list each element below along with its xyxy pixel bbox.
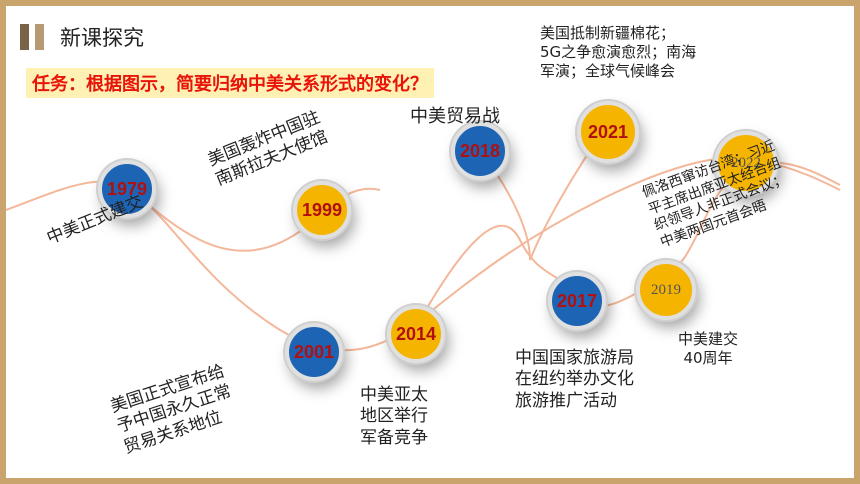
title-bar-light bbox=[35, 24, 44, 50]
year-label: 2001 bbox=[293, 341, 335, 362]
year-circle-2022: 2022 bbox=[714, 131, 778, 195]
year-label: 2014 bbox=[395, 323, 437, 344]
year-label: 1979 bbox=[106, 178, 148, 199]
event-label-2019: 中美建交 40周年 bbox=[678, 330, 739, 367]
event-label-2014: 中美亚太 地区举行 军备竞争 bbox=[360, 385, 428, 448]
event-label-2021: 美国抵制新疆棉花； 5G之争愈演愈烈；南海 军演；全球气候峰会 bbox=[540, 24, 697, 80]
year-circle-2019: 2019 bbox=[636, 260, 696, 320]
task-prompt: 任务：根据图示，简要归纳中美关系形式的变化？ bbox=[26, 68, 434, 98]
year-circle-2001: 2001 bbox=[285, 323, 343, 381]
year-label: 2021 bbox=[587, 121, 629, 142]
year-label: 2022 bbox=[731, 154, 761, 171]
timeline-curve-upper bbox=[129, 187, 381, 252]
timeline-curve-branch bbox=[419, 224, 661, 321]
year-label: 1999 bbox=[301, 199, 343, 220]
year-label: 2019 bbox=[651, 281, 681, 298]
year-circle-1979: 1979 bbox=[98, 160, 156, 218]
year-circle-1999: 1999 bbox=[293, 181, 351, 239]
page-title: 新课探究 bbox=[60, 26, 144, 50]
year-circle-2014: 2014 bbox=[387, 305, 445, 363]
year-circle-2018: 2018 bbox=[451, 122, 509, 180]
year-circle-2021: 2021 bbox=[577, 101, 639, 163]
year-label: 2017 bbox=[556, 290, 598, 311]
event-label-2017: 中国国家旅游局 在纽约举办文化 旅游推广活动 bbox=[515, 348, 634, 411]
year-circle-2017: 2017 bbox=[548, 272, 606, 330]
year-label: 2018 bbox=[459, 140, 501, 161]
event-label-2018: 中美贸易战 bbox=[410, 106, 500, 127]
title-bar-dark bbox=[20, 24, 29, 50]
